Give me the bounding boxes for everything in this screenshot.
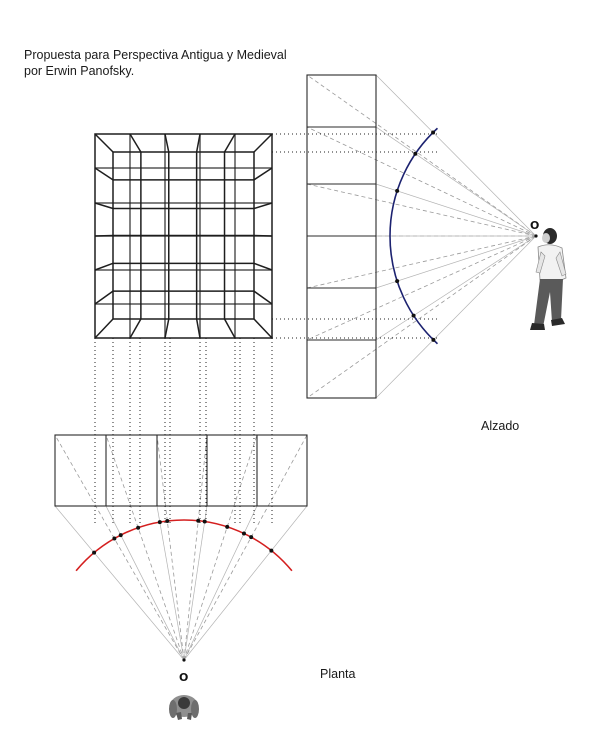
cube-top-recess: [223, 133, 236, 153]
plan-point: [225, 524, 230, 529]
cube-bottom-recess: [223, 318, 236, 339]
elevation-point: [411, 313, 416, 318]
cube-bottom-recess: [129, 318, 142, 339]
plan-projection-rays: [54, 434, 308, 661]
cube-right-recess: [253, 262, 273, 271]
elevation-point: [395, 188, 400, 193]
elevation-arc-points: [395, 130, 538, 342]
plan-ray: [54, 434, 185, 661]
plan-point: [202, 519, 207, 524]
title-line-2: por Erwin Panofsky.: [24, 64, 134, 78]
plan-point: [118, 533, 123, 538]
plan-ray: [156, 434, 185, 661]
plan-point: [92, 550, 97, 555]
elevation-ray: [306, 74, 537, 237]
plan-ray: [54, 505, 185, 661]
plan-row: [54, 434, 308, 507]
plan-arc: [75, 519, 293, 572]
cube-left-recess: [94, 167, 114, 181]
elevation-ray: [375, 183, 537, 237]
elevation-label: Alzado: [481, 419, 519, 433]
cube-right-recess: [253, 167, 273, 181]
observer-plan-label: O: [179, 671, 188, 684]
cube-right-recess: [253, 202, 273, 210]
elevation-point: [413, 151, 418, 156]
elevation-ray: [375, 235, 537, 341]
plan-point: [112, 536, 117, 541]
elevation-column: [306, 74, 377, 399]
plan-ray: [183, 434, 308, 661]
cube-corner-edge: [253, 133, 273, 153]
cube-left-recess: [94, 290, 114, 305]
plan-ray: [183, 434, 258, 661]
top-view-person-icon: [169, 695, 199, 720]
dotted-correspondence-lines: [94, 133, 440, 524]
elevation-ray: [375, 126, 537, 237]
elevation-ray: [375, 74, 537, 237]
elevation-ray: [306, 126, 537, 237]
plan-point: [136, 525, 141, 530]
plan-ray: [156, 505, 185, 661]
elevation-ray: [306, 235, 537, 289]
plan-eye-point: [182, 658, 186, 662]
plan-ray: [105, 505, 185, 661]
plan-point: [241, 531, 246, 536]
plan-ray: [183, 505, 258, 661]
cube-top-recess: [129, 133, 142, 153]
title-line-1: Propuesta para Perspectiva Antigua y Med…: [24, 48, 287, 62]
cube-right-recess: [253, 290, 273, 305]
plan-point: [165, 518, 170, 523]
cube-left-recess: [94, 262, 114, 271]
plan-label: Planta: [320, 667, 355, 681]
elevation-point: [395, 279, 400, 284]
cube-corner-edge: [94, 133, 114, 153]
plan-ray: [183, 505, 208, 661]
perspective-grid-cube: [94, 133, 273, 339]
plan-point: [269, 548, 274, 553]
plan-point: [157, 520, 162, 525]
plan-point: [196, 518, 201, 523]
plan-ray: [183, 505, 308, 661]
elevation-ray: [306, 183, 537, 237]
elevation-point: [431, 337, 436, 342]
elevation-point: [431, 130, 436, 135]
plan-ray: [183, 434, 208, 661]
cube-left-recess: [94, 202, 114, 210]
elevation-ray: [375, 235, 537, 289]
cube-corner-edge: [253, 318, 273, 339]
cube-corner-edge: [94, 318, 114, 339]
plan-ray: [105, 434, 185, 661]
elevation-eye-point: [534, 234, 538, 238]
standing-person-icon: [530, 228, 567, 330]
elevation-ray: [375, 235, 537, 399]
plan-outline: [54, 434, 308, 507]
observer-elevation-label: O: [530, 219, 539, 232]
plan-point: [249, 535, 254, 540]
elevation-ray: [306, 235, 537, 399]
plan-arc-points: [92, 518, 274, 662]
